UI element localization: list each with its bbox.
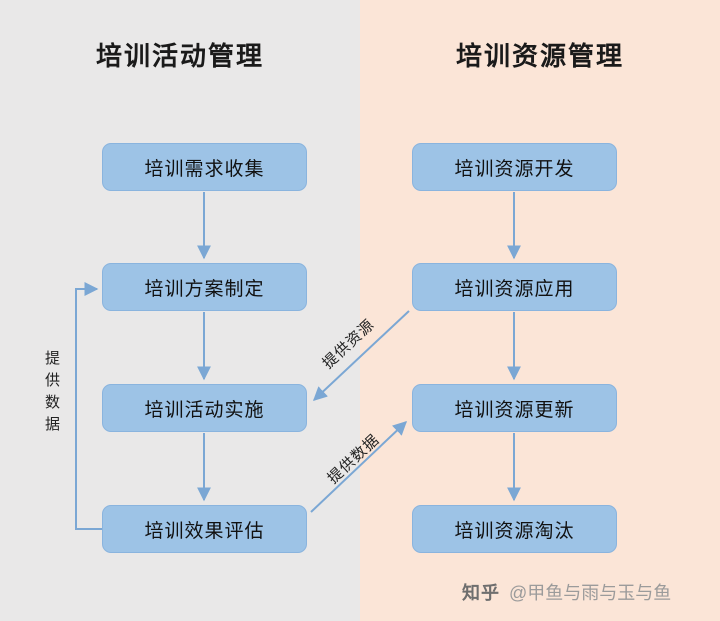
edge-label-provide-data-feedback: 提供数据 <box>43 350 60 438</box>
node-resource-update: 培训资源更新 <box>412 384 617 432</box>
node-effect-evaluation: 培训效果评估 <box>102 505 307 553</box>
node-resource-application: 培训资源应用 <box>412 263 617 311</box>
node-needs-collection: 培训需求收集 <box>102 143 307 191</box>
arrow-provide-data-feedback <box>75 282 102 530</box>
node-resource-elimination: 培训资源淘汰 <box>412 505 617 553</box>
left-panel-title: 培训活动管理 <box>95 41 264 71</box>
watermark: 知乎 @甲鱼与雨与玉与鱼 <box>462 579 671 605</box>
zhihu-logo: 知乎 <box>462 583 500 603</box>
node-resource-development: 培训资源开发 <box>412 143 617 191</box>
node-activity-implementation: 培训活动实施 <box>102 384 307 432</box>
right-panel-title: 培训资源管理 <box>455 41 624 71</box>
watermark-handle: @甲鱼与雨与玉与鱼 <box>509 583 672 603</box>
node-plan-formulation: 培训方案制定 <box>102 263 307 311</box>
